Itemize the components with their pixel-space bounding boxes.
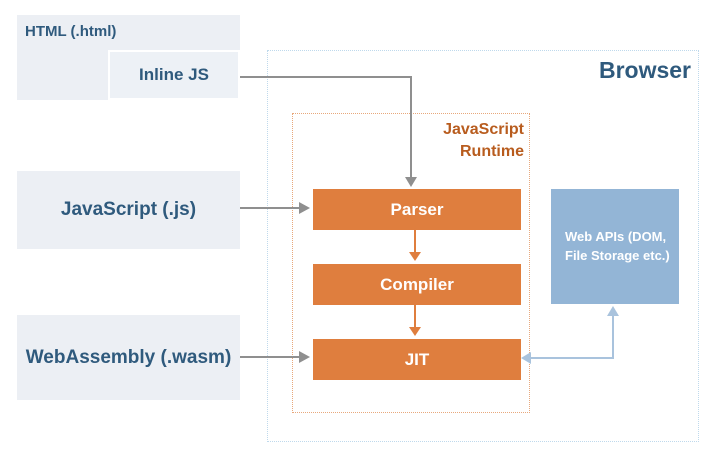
browser-container: Browser JavaScript Runtime Parser Compil… <box>267 50 699 442</box>
node-web-apis-label-line1: Web APIs (DOM, <box>565 228 667 244</box>
node-web-apis: Web APIs (DOM, File Storage etc.) <box>551 189 679 304</box>
node-web-apis-label-line2: File Storage etc.) <box>565 247 670 263</box>
node-parser: Parser <box>313 189 521 230</box>
javascript-runtime-container: JavaScript Runtime Parser Compiler JIT <box>292 113 530 413</box>
node-html-file-label: HTML (.html) <box>25 23 117 40</box>
node-compiler-label: Compiler <box>380 274 454 294</box>
node-javascript-file: JavaScript (.js) <box>17 171 240 249</box>
node-jit-label: JIT <box>404 349 430 369</box>
node-inline-js: Inline JS <box>108 50 240 100</box>
node-parser-label: Parser <box>390 199 444 219</box>
node-webassembly-file-label: WebAssembly (.wasm) <box>25 346 232 368</box>
node-inline-js-label: Inline JS <box>139 65 209 84</box>
javascript-runtime-label-line2: Runtime <box>460 143 524 161</box>
node-webassembly-file: WebAssembly (.wasm) <box>17 315 240 400</box>
node-jit: JIT <box>313 339 521 380</box>
node-javascript-file-label: JavaScript (.js) <box>60 199 197 220</box>
javascript-runtime-label: JavaScript Runtime <box>443 119 524 164</box>
browser-title: Browser <box>598 57 691 83</box>
node-compiler: Compiler <box>313 264 521 305</box>
javascript-runtime-label-line1: JavaScript <box>443 121 524 138</box>
